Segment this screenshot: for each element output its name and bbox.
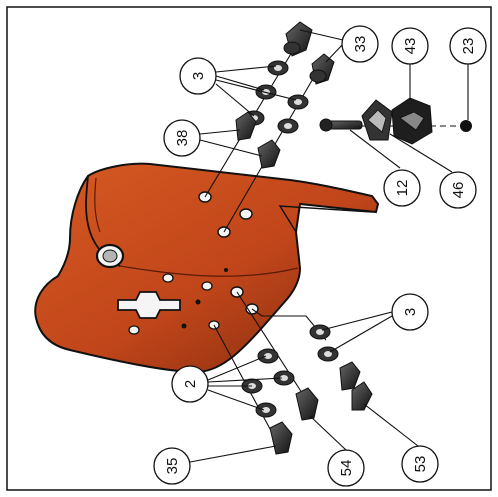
svg-text:33: 33 [352,36,369,53]
callout-53: 53 [401,445,439,483]
svg-text:2: 2 [182,380,199,388]
block-46 [361,99,393,141]
callout-43: 43 [391,27,429,65]
washers-2 [241,348,295,418]
upper-hardware [204,21,335,233]
bolt-33a [283,21,313,57]
callout-35: 35 [153,447,191,485]
svg-text:35: 35 [164,458,181,475]
svg-text:38: 38 [174,130,191,147]
drawing-frame [6,6,492,491]
callout-3-upper: 3 [179,57,217,95]
bolt-54 [295,387,319,421]
bolts-53 [339,361,373,411]
callout-23: 23 [449,27,487,65]
nuts-38 [235,111,281,169]
washers-lower-right [309,324,339,362]
callout-54: 54 [327,449,365,487]
svg-text:23: 23 [460,38,477,55]
pin-12 [319,118,363,132]
block-43 [391,97,433,145]
washers-upper [243,60,309,134]
svg-text:3: 3 [402,308,419,316]
callout-3-lower: 3 [391,293,429,331]
callout-leaders [189,29,469,463]
svg-text:46: 46 [450,182,467,199]
callout-46: 46 [439,171,477,209]
bolt-35 [269,421,293,455]
svg-text:3: 3 [190,72,207,80]
svg-text:53: 53 [412,456,429,473]
callout-2: 2 [171,365,209,403]
svg-text:12: 12 [394,180,411,197]
callout-33: 33 [341,25,379,63]
lower-hardware [213,291,373,455]
bolt-33b [309,53,335,85]
nut-23 [460,120,472,132]
callout-12: 12 [383,169,421,207]
bracket [34,162,380,374]
svg-text:43: 43 [402,38,419,55]
callout-38: 38 [163,119,201,157]
svg-text:54: 54 [338,460,355,477]
